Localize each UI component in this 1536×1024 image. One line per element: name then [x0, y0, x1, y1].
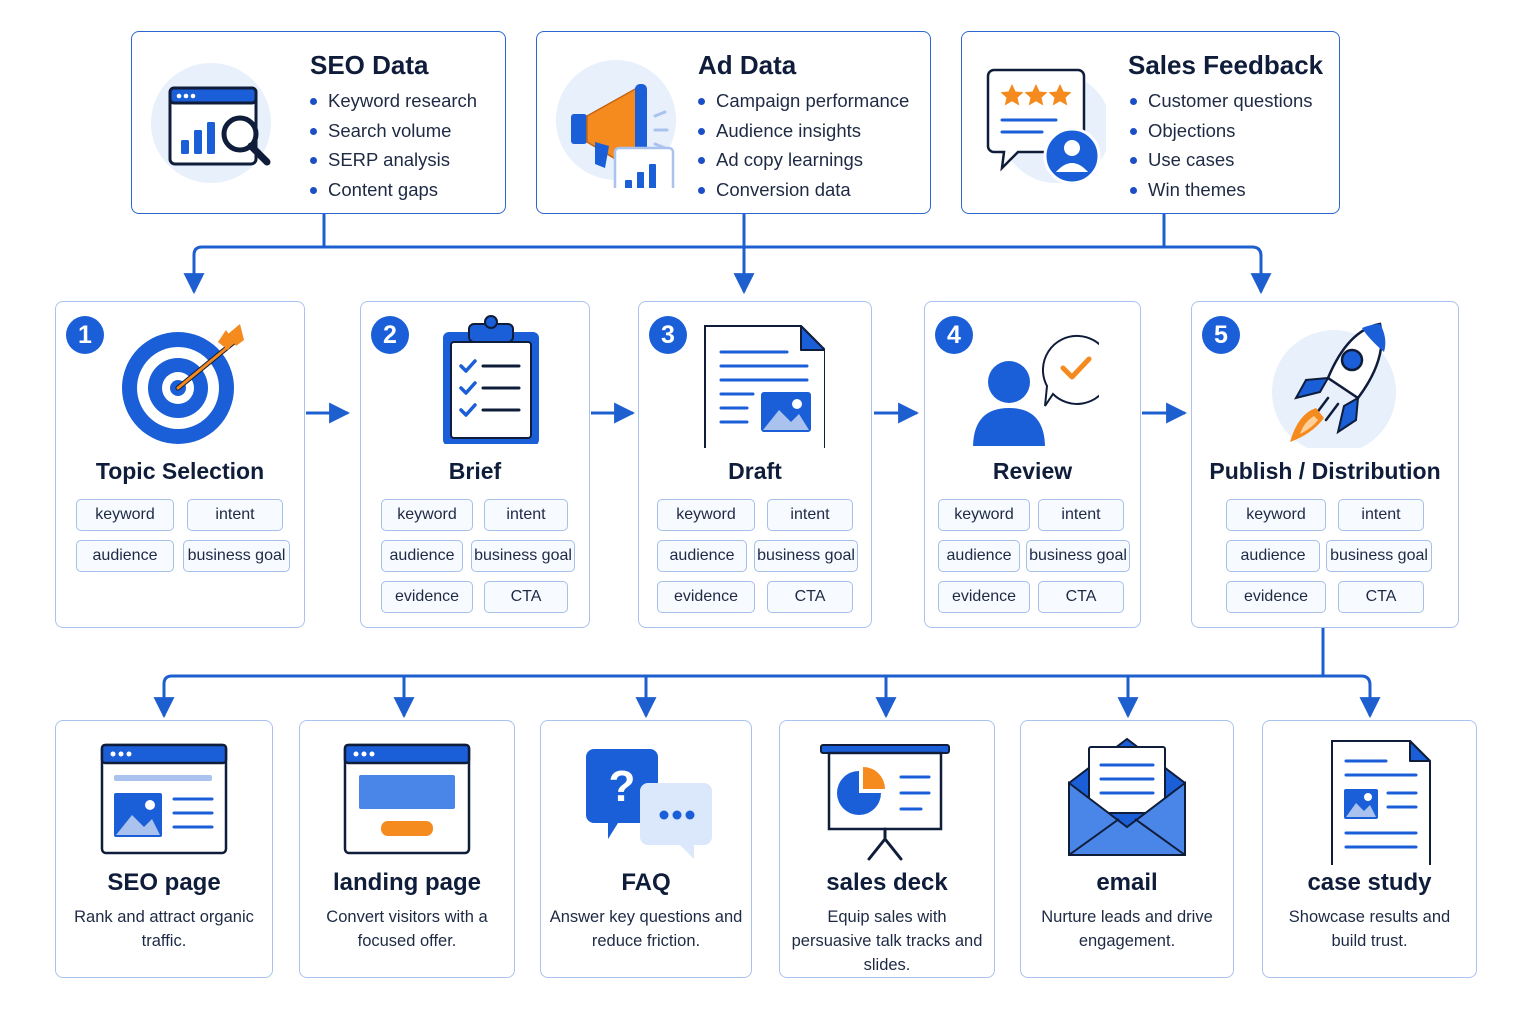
source-item-list: Campaign performance Audience insights A…	[696, 86, 909, 204]
output-description: Answer key questions and reduce friction…	[549, 908, 743, 950]
tag-cta: CTA	[1038, 581, 1124, 613]
output-title: FAQ	[621, 869, 671, 896]
list-item: Campaign performance	[696, 86, 909, 116]
output-description: Equip sales with persuasive talk tracks …	[791, 908, 983, 974]
step-card-review: 4 Review keyword intent audience busines…	[924, 301, 1141, 628]
tag-business-goal: business goal	[1326, 540, 1432, 572]
presentation-icon	[820, 744, 950, 861]
megaphone-icon	[556, 60, 676, 188]
output-description: Nurture leads and drive engagement.	[1041, 908, 1213, 950]
document-icon	[704, 325, 825, 448]
step-card-topic-selection: 1 Topic Selection keyword intent audienc…	[55, 301, 305, 628]
output-card-email: email Nurture leads and drive engagement…	[1020, 720, 1234, 978]
step-title: Review	[992, 458, 1073, 484]
step-title: Draft	[728, 458, 782, 484]
tag-business-goal: business goal	[754, 540, 858, 572]
source-card-ad-data: Ad Data Campaign performance Audience in…	[536, 31, 931, 214]
list-item: Content gaps	[308, 175, 477, 205]
feedback-chat-icon	[986, 68, 1106, 185]
list-item: Ad copy learnings	[696, 145, 909, 175]
output-card-seo-page: SEO page Rank and attract organic traffi…	[55, 720, 273, 978]
target-icon	[122, 324, 244, 444]
tag-evidence: evidence	[938, 581, 1030, 613]
list-item: Use cases	[1128, 145, 1313, 175]
step-number-badge: 2	[371, 316, 409, 354]
list-item: Keyword research	[308, 86, 477, 116]
output-title: email	[1096, 869, 1158, 896]
tag-keyword: keyword	[381, 499, 473, 531]
list-item: SERP analysis	[308, 145, 477, 175]
tag-keyword: keyword	[938, 499, 1030, 531]
tag-intent: intent	[767, 499, 853, 531]
reviewer-icon	[973, 334, 1099, 446]
tag-cta: CTA	[1338, 581, 1424, 613]
list-item: Win themes	[1128, 175, 1313, 205]
list-item: Conversion data	[696, 175, 909, 205]
output-description: Showcase results and build trust.	[1288, 908, 1451, 950]
output-title: case study	[1307, 869, 1432, 896]
output-title: sales deck	[826, 869, 948, 896]
source-title: Sales Feedback	[1128, 50, 1324, 80]
rocket-icon	[1272, 322, 1396, 448]
output-description: Rank and attract organic traffic.	[74, 908, 254, 950]
tag-audience: audience	[381, 540, 463, 572]
landing-page-icon	[343, 743, 471, 855]
tag-business-goal: business goal	[1026, 540, 1130, 572]
tag-keyword: keyword	[1226, 499, 1326, 531]
step-number-badge: 3	[649, 316, 687, 354]
source-item-list: Customer questions Objections Use cases …	[1128, 86, 1313, 204]
output-description: Convert visitors with a focused offer.	[326, 908, 488, 950]
output-card-landing-page: landing page Convert visitors with a foc…	[299, 720, 515, 978]
tag-evidence: evidence	[1226, 581, 1326, 613]
output-card-faq: ? FAQ Answer key questions and reduce fr…	[540, 720, 752, 978]
faq-bubbles-icon: ?	[586, 749, 712, 859]
tag-intent: intent	[1338, 499, 1424, 531]
tag-audience: audience	[1226, 540, 1320, 572]
svg-text:?: ?	[609, 762, 636, 811]
tag-keyword: keyword	[76, 499, 174, 531]
source-title: Ad Data	[698, 50, 797, 80]
step-title: Topic Selection	[95, 458, 265, 484]
output-card-case-study: case study Showcase results and build tr…	[1262, 720, 1477, 978]
web-page-icon	[100, 743, 228, 855]
tag-audience: audience	[938, 540, 1020, 572]
tag-business-goal: business goal	[471, 540, 575, 572]
tag-cta: CTA	[484, 581, 568, 613]
step-number-badge: 1	[66, 316, 104, 354]
output-card-sales-deck: sales deck Equip sales with persuasive t…	[779, 720, 995, 978]
output-title: SEO page	[107, 869, 221, 896]
tag-intent: intent	[484, 499, 568, 531]
tag-audience: audience	[657, 540, 747, 572]
tag-business-goal: business goal	[183, 540, 290, 572]
step-card-publish-distribution: 5 Publish / Distribution keyword intent …	[1191, 301, 1459, 628]
list-item: Audience insights	[696, 116, 909, 146]
envelope-icon	[1068, 737, 1186, 856]
step-card-brief: 2 Brief keyword intent audience business…	[360, 301, 590, 628]
tag-intent: intent	[187, 499, 283, 531]
list-item: Search volume	[308, 116, 477, 146]
source-card-sales-feedback: Sales Feedback Customer questions Object…	[961, 31, 1340, 214]
list-item: Objections	[1128, 116, 1313, 146]
tag-evidence: evidence	[657, 581, 755, 613]
step-number-badge: 4	[935, 316, 973, 354]
step-card-draft: 3 Draft keyword intent audience business…	[638, 301, 872, 628]
list-item: Customer questions	[1128, 86, 1313, 116]
source-item-list: Keyword research Search volume SERP anal…	[308, 86, 477, 204]
step-number-badge: 5	[1202, 316, 1240, 354]
source-title: SEO Data	[310, 50, 429, 80]
tag-evidence: evidence	[381, 581, 473, 613]
tag-cta: CTA	[767, 581, 853, 613]
tag-audience: audience	[76, 540, 174, 572]
clipboard-checklist-icon	[443, 315, 539, 444]
tag-keyword: keyword	[657, 499, 755, 531]
tag-intent: intent	[1038, 499, 1124, 531]
output-title: landing page	[332, 869, 481, 896]
source-card-seo-data: SEO Data Keyword research Search volume …	[131, 31, 506, 214]
step-title: Brief	[448, 458, 502, 484]
browser-analytics-icon	[151, 63, 271, 183]
case-study-document-icon	[1330, 740, 1431, 865]
step-title: Publish / Distribution	[1209, 458, 1441, 484]
